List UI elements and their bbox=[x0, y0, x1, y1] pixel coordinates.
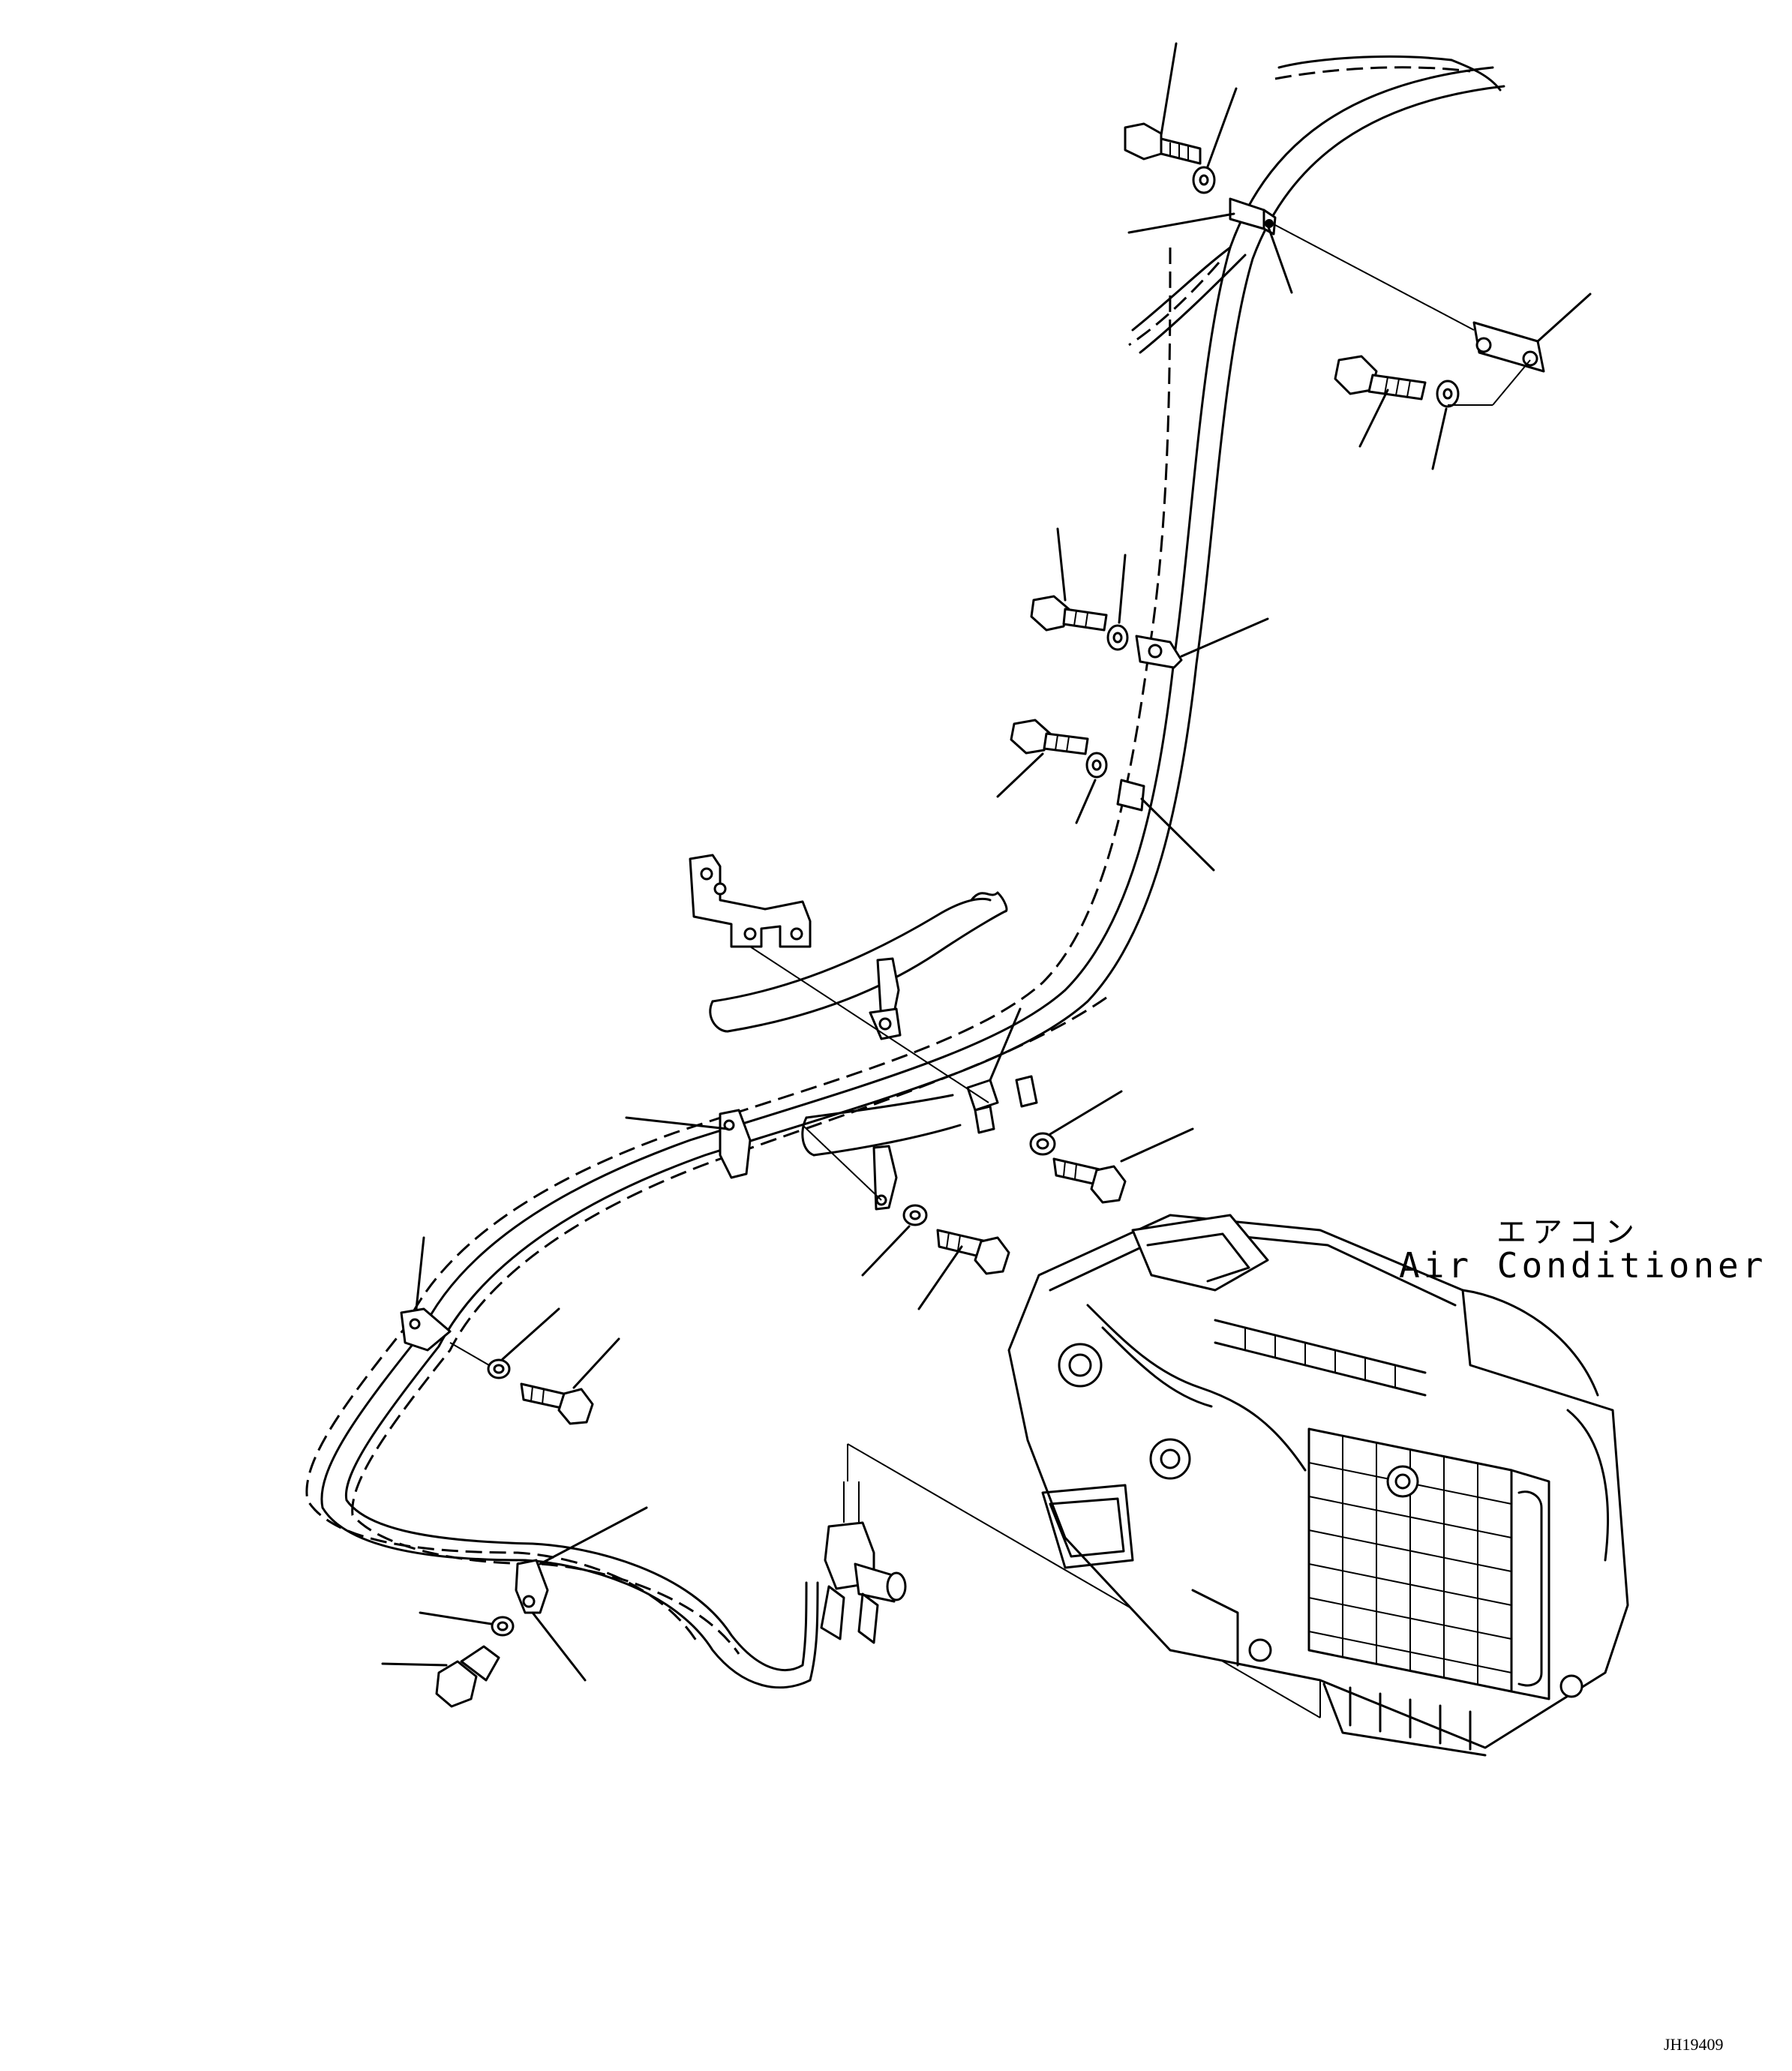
upper-clamp-group bbox=[1124, 42, 1592, 470]
bracket-assembly bbox=[625, 854, 1194, 1310]
drawing-code: JH19409 bbox=[1664, 2035, 1724, 2054]
air-conditioner-unit bbox=[1007, 1214, 1629, 1757]
air-conditioner-label-english: Air Conditioner bbox=[1399, 1245, 1767, 1286]
valve-fitting bbox=[820, 1443, 1321, 1718]
middle-clamp-group bbox=[996, 527, 1269, 872]
lower-clamp-group bbox=[381, 1236, 648, 1708]
air-conditioner-label-japanese: エアコン bbox=[1496, 1215, 1640, 1250]
